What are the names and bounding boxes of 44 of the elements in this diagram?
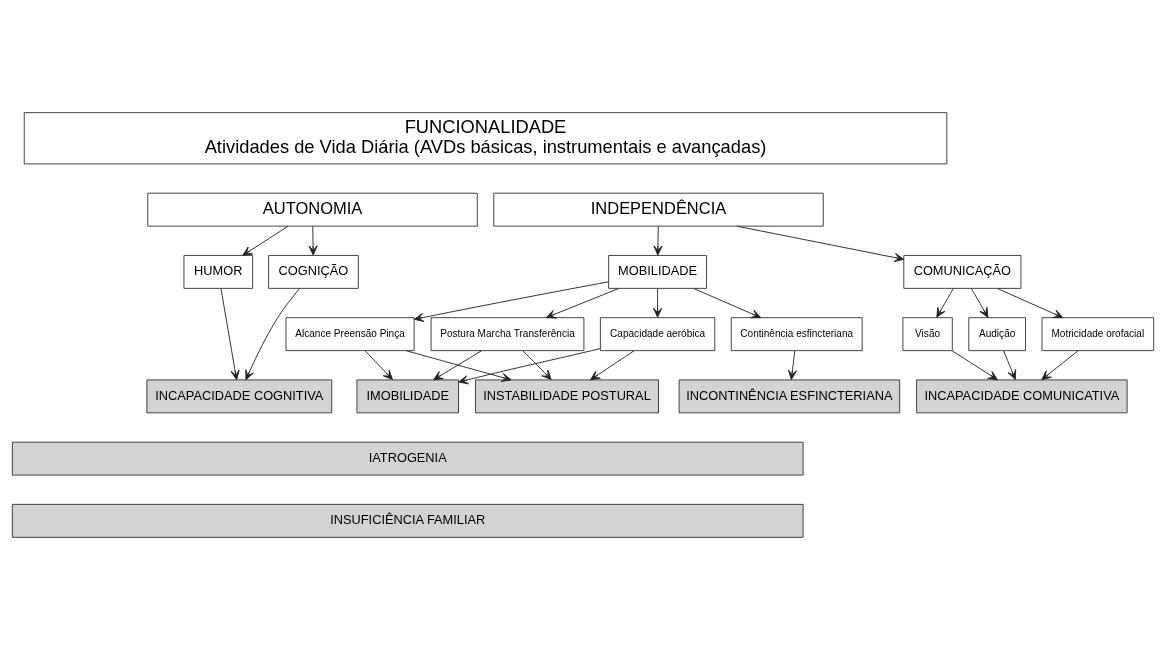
arrow — [433, 350, 482, 381]
node-box: INCAPACIDADE COGNITIVA — [146, 379, 333, 414]
node-box: COGNIÇÃO — [268, 255, 359, 289]
arrow — [413, 281, 609, 322]
arrow — [971, 288, 989, 318]
arrow — [736, 225, 905, 263]
node-box: Capacidade aeróbica — [599, 317, 716, 352]
arrow — [589, 350, 635, 381]
node-box: FUNCIONALIDADE Atividades de Vida Diária (AVDs básicas, instrumentais e avançadas) — [23, 112, 948, 165]
arrow — [364, 350, 393, 380]
arrow — [405, 350, 512, 382]
node-box: AUTONOMIA — [147, 192, 478, 227]
arrow — [308, 226, 318, 256]
arrow — [787, 350, 797, 380]
arrow — [220, 288, 240, 381]
node-box: Audição — [968, 317, 1026, 352]
arrow — [545, 288, 619, 319]
node-box: INCONTINÊNCIA ESFINCTERIANA — [678, 379, 901, 414]
arrow — [693, 288, 762, 319]
node-box: Alcance Preensão Pinça — [285, 317, 415, 352]
arrow — [653, 288, 663, 318]
node-box: Postura Marcha Transferência — [430, 317, 585, 352]
node-box: INSTABILIDADE POSTURAL — [475, 379, 659, 414]
arrow — [936, 288, 954, 318]
node-box: IATROGENIA — [11, 441, 804, 476]
node-box: Visão — [902, 317, 953, 352]
arrow — [458, 348, 601, 385]
node-box: COMUNICAÇÃO — [903, 255, 1022, 289]
arrow — [951, 350, 998, 381]
node-box: IMOBILIDADE — [356, 379, 459, 414]
node-box: INSUFICIÊNCIA FAMILIAR — [11, 503, 804, 538]
node-box: MOBILIDADE — [608, 255, 707, 289]
arrow — [997, 288, 1064, 319]
node-box: INDEPENDÊNCIA — [493, 192, 824, 227]
arrow — [653, 226, 663, 256]
arrow — [1003, 350, 1017, 380]
node-box: INCAPACIDADE COMUNICATIVA — [916, 379, 1128, 414]
arrow — [245, 287, 301, 381]
arrow — [522, 350, 552, 380]
arrow — [242, 225, 289, 256]
node-box: Continência esfincteriana — [730, 317, 863, 352]
node-box: HUMOR — [183, 255, 254, 289]
arrow — [1041, 350, 1079, 381]
node-box: Motricidade orofacial — [1041, 317, 1155, 352]
